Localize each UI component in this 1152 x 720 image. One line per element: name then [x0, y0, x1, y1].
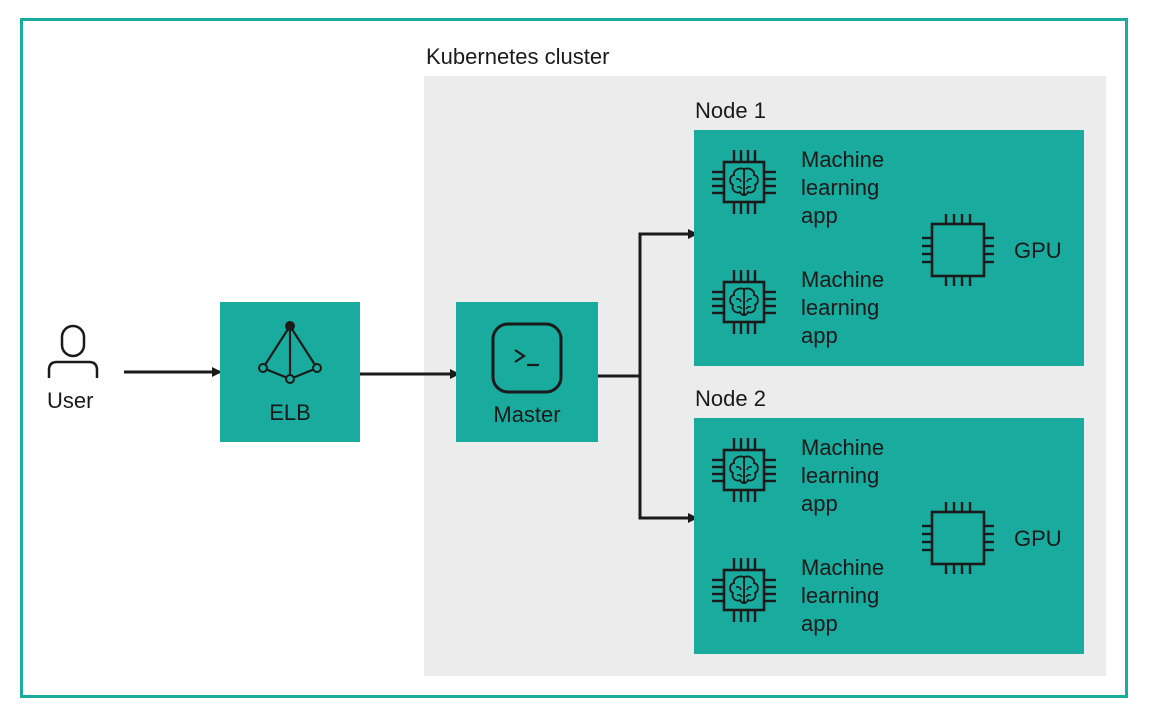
- node2-app2-label: Machine learning app: [801, 555, 885, 636]
- diagram-frame: [20, 18, 1128, 698]
- brain-chip-icon: [712, 270, 776, 334]
- gpu-chip-icon: [922, 502, 994, 574]
- node1-gpu-label: GPU: [1014, 238, 1062, 263]
- brain-chip-icon: [712, 438, 776, 502]
- master-box: Master: [456, 302, 598, 442]
- node1-app1-label: Machine learning app: [801, 147, 885, 228]
- master-to-node1-arrow: [598, 229, 698, 378]
- gpu-chip-icon: [922, 214, 994, 286]
- master-to-node2-arrow: [638, 376, 698, 523]
- cluster-label: Kubernetes cluster: [426, 44, 610, 69]
- node1-app2-label: Machine learning app: [801, 267, 885, 348]
- brain-chip-icon: [712, 150, 776, 214]
- node1-box: Machine learning app Machine learning ap…: [694, 130, 1084, 366]
- user-label: User: [47, 388, 94, 413]
- node2-box: Machine learning app Machine learning ap…: [694, 418, 1084, 654]
- node2-gpu-label: GPU: [1014, 526, 1062, 551]
- elb-icon: [258, 321, 322, 384]
- terminal-icon: [491, 322, 563, 394]
- user-icon: [47, 324, 99, 378]
- elb-label: ELB: [269, 400, 311, 425]
- node2-title: Node 2: [695, 386, 766, 411]
- master-label: Master: [493, 402, 561, 427]
- brain-chip-icon: [712, 558, 776, 622]
- node2-app1-label: Machine learning app: [801, 435, 885, 516]
- elb-box: ELB: [220, 302, 360, 442]
- node1-title: Node 1: [695, 98, 766, 123]
